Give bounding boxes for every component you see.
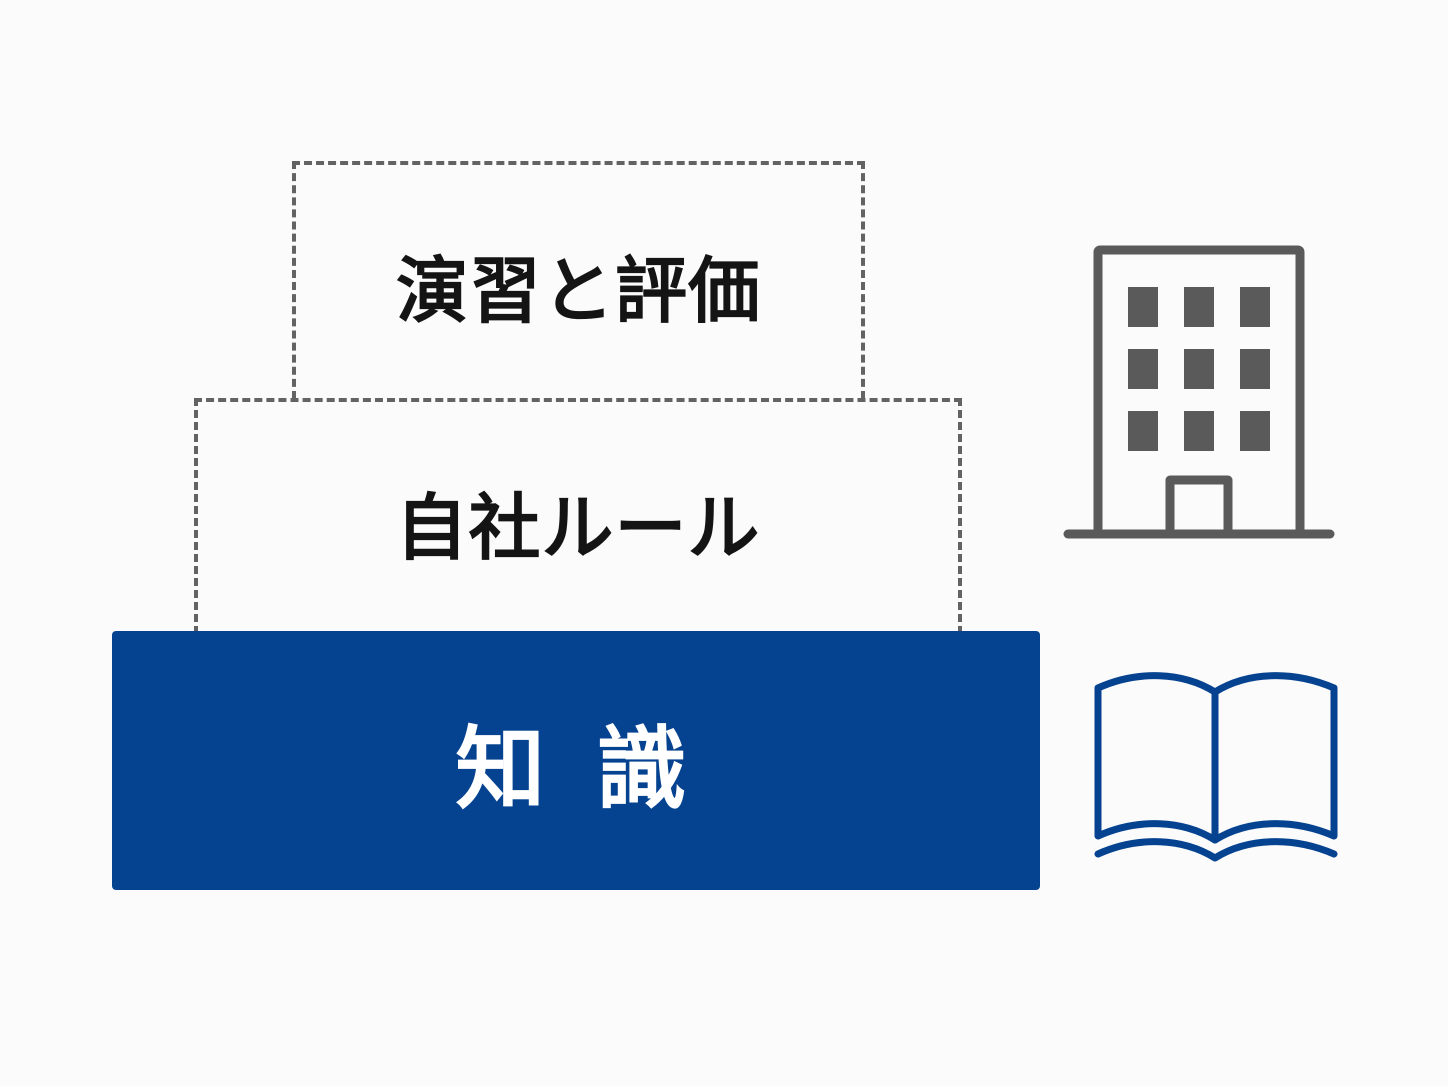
- tier-practice-and-evaluation: 演習と評価: [292, 161, 865, 399]
- book-icon: [1094, 672, 1338, 862]
- tier-label-practice-and-evaluation: 演習と評価: [395, 248, 761, 333]
- tier-label-company-rules: 自社ルール: [395, 485, 761, 570]
- tier-company-rules: 自社ルール: [194, 398, 962, 634]
- building-icon: [1063, 245, 1335, 539]
- tier-label-knowledge: 知 識: [455, 716, 697, 822]
- tier-knowledge: 知 識: [112, 631, 1040, 890]
